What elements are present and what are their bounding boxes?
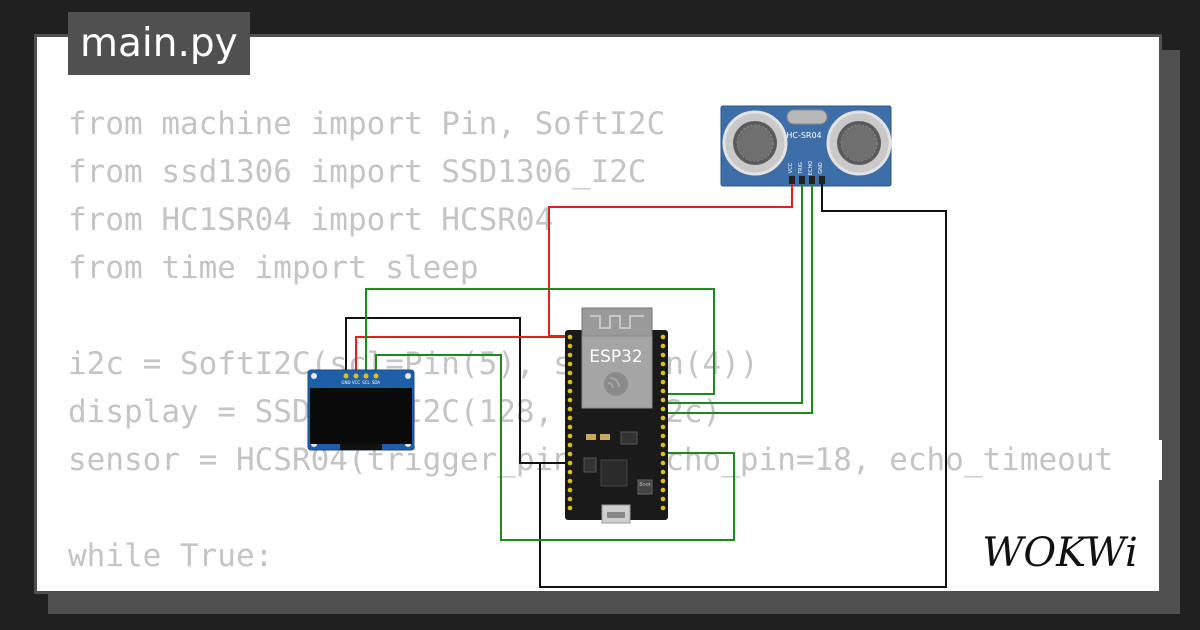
sensor-pin-label: ECHO <box>808 161 814 175</box>
card-right-mask <box>1131 440 1162 480</box>
oled-pin-label: GND <box>341 380 350 385</box>
esp32-right-pins <box>660 334 666 511</box>
oled-pin-label: SCL <box>362 380 370 385</box>
wire-vcc-oled[interactable] <box>355 336 566 373</box>
code-line: from machine import Pin, SoftI2C <box>68 106 666 142</box>
oled-display[interactable]: GND VCC SCL SDA <box>307 369 415 451</box>
file-tab-title[interactable]: main.py <box>68 12 250 75</box>
oled-pin-label: SDA <box>372 380 381 385</box>
esp32-left-pins <box>567 334 573 511</box>
boot-button-label: Boot <box>639 482 651 488</box>
code-line: from HC1SR04 import HCSR04 <box>68 202 554 238</box>
wire-scl[interactable] <box>365 288 715 395</box>
sensor-pin-label: GND <box>818 162 824 174</box>
code-line: from time import sleep <box>68 250 479 286</box>
wire-trig[interactable] <box>666 184 803 404</box>
wire-echo[interactable] <box>666 184 813 414</box>
oled-pin-label: VCC <box>352 380 361 385</box>
esp32-label: ESP32 <box>589 347 642 367</box>
wire-sda[interactable] <box>375 354 735 541</box>
sensor-pin-label: TRIG <box>798 162 804 175</box>
wire-gnd-oled[interactable] <box>345 317 567 464</box>
sensor-pin-label: VCC <box>788 162 794 173</box>
sensor-label: HC-SR04 <box>786 131 821 140</box>
code-line: while True: <box>68 538 274 574</box>
code-line: sensor = HCSR04(trigger_pin=5, echo_pin=… <box>68 442 1114 478</box>
wokwi-logo: WOKWi <box>982 530 1138 576</box>
code-line: from ssd1306 import SSD1306_I2C <box>68 154 647 190</box>
ultrasonic-sensor[interactable]: HC-SR04 VCC TRIG ECHO GND <box>720 105 892 187</box>
esp32-board[interactable]: ESP32 Boot <box>565 307 668 524</box>
